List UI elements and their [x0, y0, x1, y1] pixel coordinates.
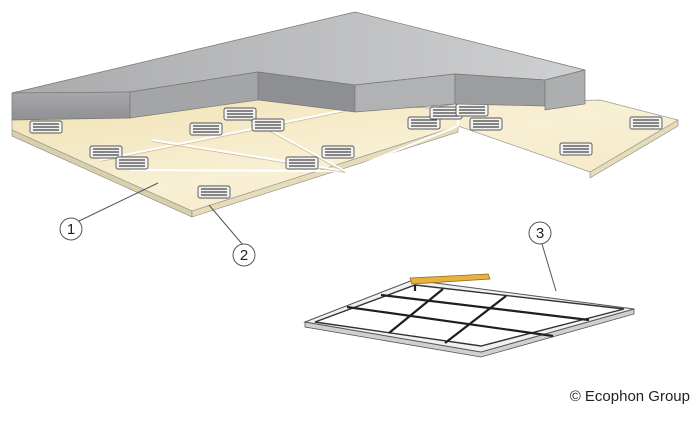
vent-icon [321, 145, 355, 159]
vent-icon [559, 142, 593, 156]
vent-icon [455, 103, 489, 117]
callout-label: 3 [536, 225, 544, 242]
callout-2: 2 [232, 243, 256, 267]
callout-leaders [78, 182, 557, 292]
concrete-slab [11, 11, 586, 121]
copyright-notice: © Ecophon Group [569, 388, 690, 405]
vent-icon [469, 117, 503, 131]
callout-3: 3 [528, 221, 552, 245]
vent-icon [89, 145, 123, 159]
vent-icon [189, 122, 223, 136]
ceiling-panel-assembly [11, 11, 679, 218]
vent-icon [629, 116, 663, 130]
vent-icon [223, 107, 257, 121]
vent-icon [29, 120, 63, 134]
vent-icon [251, 118, 285, 132]
ceiling-grid-system [303, 273, 635, 358]
slab-front-wing [454, 73, 546, 107]
vent-icon [197, 185, 231, 199]
callout-label: 2 [240, 247, 248, 264]
slab-front-end [544, 69, 586, 111]
callout-label: 1 [67, 221, 75, 238]
accent-edge-strip [409, 273, 491, 285]
slab-front-left [11, 91, 131, 121]
vent-icon [115, 156, 149, 170]
callout-1: 1 [59, 217, 83, 241]
grid-runners [346, 285, 590, 344]
vent-icon [285, 156, 319, 170]
